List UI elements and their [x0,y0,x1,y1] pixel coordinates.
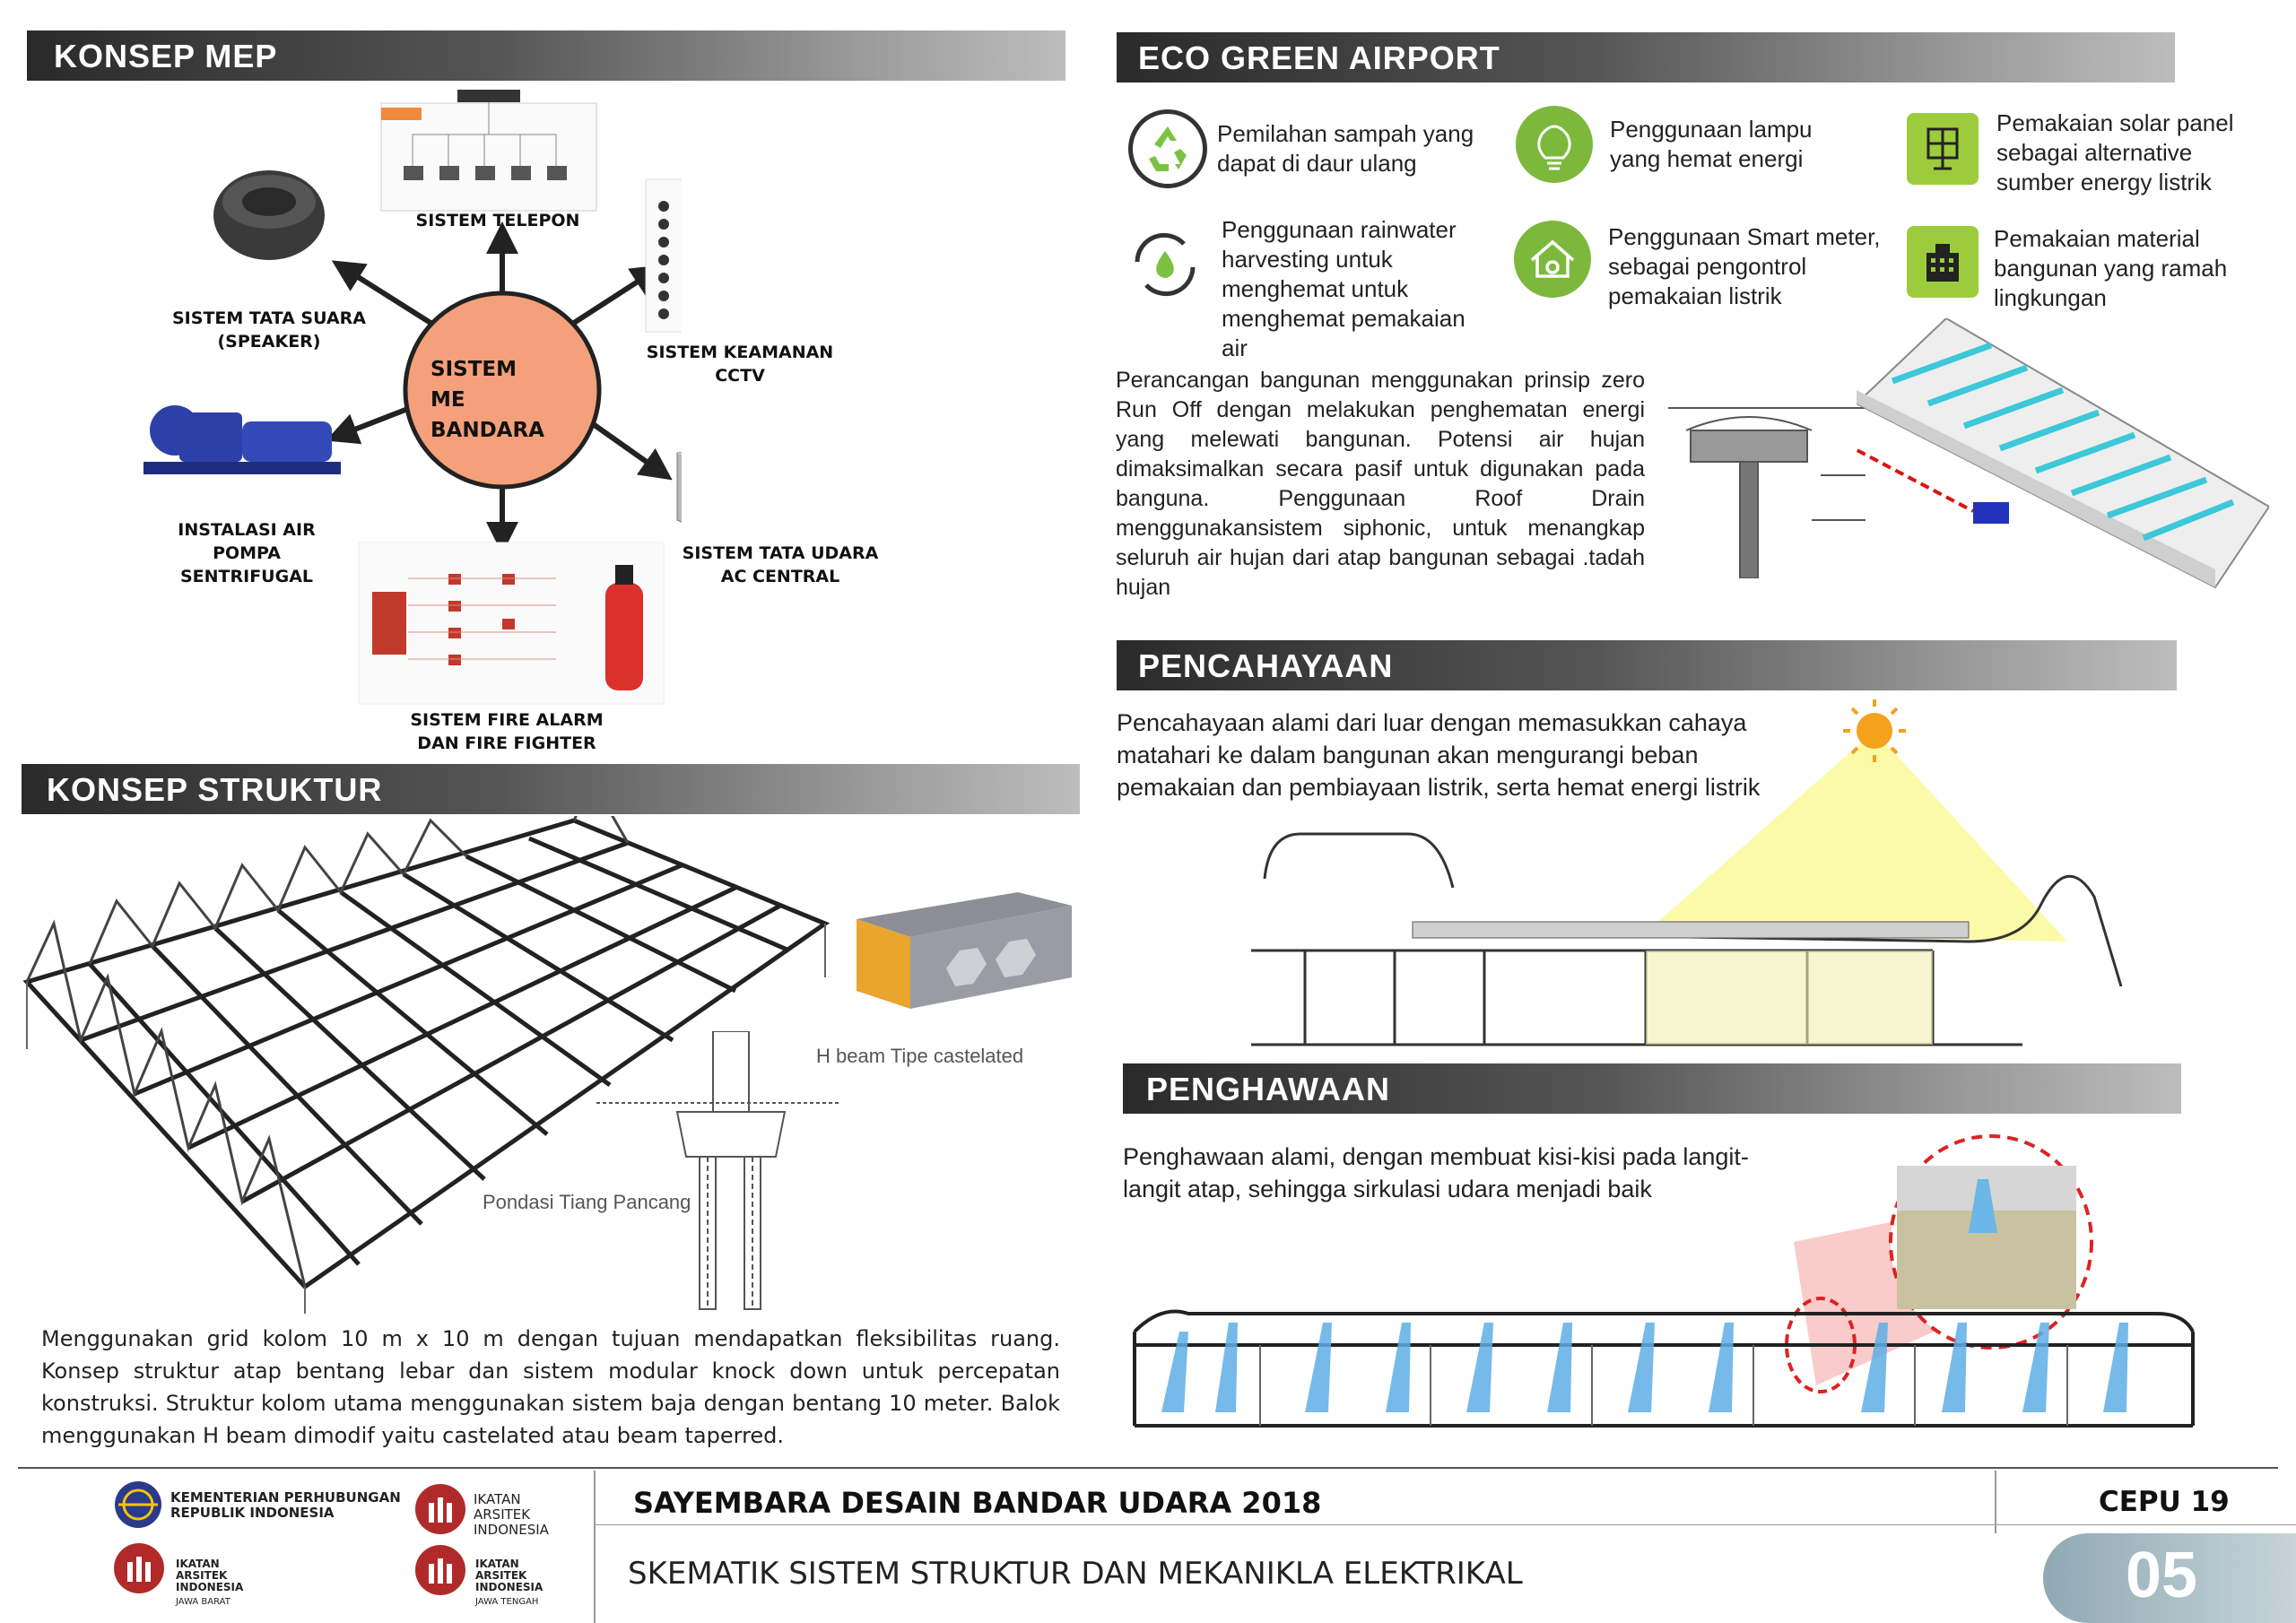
page-number-box: 05 [2043,1533,2296,1623]
pump-image [144,405,341,474]
eco-item-4: Penggunaan rainwater harvesting untuk me… [1222,216,1465,361]
cctv-diagram [645,178,682,333]
mep-center-label: SISTEM ME BANDARA [430,358,544,442]
speaker-image [213,170,325,260]
water-cycle-icon [1126,226,1204,303]
hbeam-caption: H beam Tipe castelated [816,1045,1024,1067]
footer-top-rule [18,1467,2278,1469]
iai-jabar-logo [114,1543,164,1593]
telephone-diagram [380,90,597,212]
cctv-label: SISTEM KEAMANAN CCTV [646,343,834,386]
kemenhub-logo [115,1481,161,1528]
iai-jabar-logo-text: IKATAN ARSITEK INDONESIA [176,1558,244,1593]
iai-jateng-region: JAWA TENGAH [475,1597,539,1607]
project-code: CEPU 19 [2099,1486,2230,1518]
daylight-section-drawing [1251,699,2123,1046]
h-beam-castelated-image [857,892,1072,1009]
footer-divider-right [1995,1471,1996,1533]
speaker-label: SISTEM TATA SUARA (SPEAKER) [172,308,366,352]
iai-jateng-logo [415,1545,465,1595]
footer-mid-rule [594,1524,2296,1525]
struktur-header: KONSEP STRUKTUR [22,764,1080,814]
eco-item-5: Penggunaan Smart meter, sebagai pengontr… [1608,223,1881,309]
ac-label: SISTEM TATA UDARA AC CENTRAL [682,543,879,586]
pencahayaan-text: Pencahayaan alami dari luar dengan memas… [1117,709,1761,801]
penghawaan-text: Penghawaan alami, dengan membuat kisi-ki… [1123,1143,1749,1202]
fire-alarm-diagram [358,542,665,705]
bulb-icon [1516,106,1593,183]
struktur-title: KONSEP STRUKTUR [47,771,383,808]
smart-home-icon [1514,221,1591,298]
solar-panel-icon [1907,113,1979,185]
telepon-label: SISTEM TELEPON [415,211,580,230]
footer-divider-left [594,1471,596,1623]
sheet-subtitle: SKEMATIK SISTEM STRUKTUR DAN MEKANIKLA E… [628,1556,1523,1592]
eco-item-2: Penggunaan lampu yang hemat energi [1610,116,1813,172]
eco-item-1: Pemilahan sampah yang dapat di daur ulan… [1217,120,1474,177]
eco-item-3: Pemakaian solar panel sebagai alternativ… [1996,109,2234,195]
eco-title: ECO GREEN AIRPORT [1138,39,1500,76]
pencahayaan-header: PENCAHAYAAN [1117,640,2177,690]
kemenhub-logo-text: KEMENTERIAN PERHUBUNGAN REPUBLIK INDONES… [170,1489,401,1521]
struktur-description: Menggunakan grid kolom 10 m x 10 m denga… [41,1326,1060,1448]
mep-diagram-full [144,90,682,705]
ventilation-section-drawing [1133,1134,2195,1428]
ac-central-image [676,451,682,523]
pondasi-drawing [596,1031,839,1310]
roof-drain-perspective [1857,318,2269,589]
recycle-icon [1128,109,1207,188]
eco-item-6: Pemakaian material bangunan yang ramah l… [1994,225,2228,311]
mep-title: KONSEP MEP [54,38,278,74]
building-icon [1907,226,1979,298]
roof-drain-detail [1668,407,1866,578]
pompa-label: INSTALASI AIR POMPA SENTRIFUGAL [178,520,316,586]
iai-logo [415,1484,465,1534]
iai-logo-text: IKATAN ARSITEK INDONESIA [474,1491,549,1538]
eco-header: ECO GREEN AIRPORT [1117,32,2175,82]
penghawaan-header: PENGHAWAAN [1123,1063,2181,1114]
runoff-text: Perancangan bangunan menggunakan prinsip… [1116,368,1645,600]
penghawaan-title: PENGHAWAAN [1146,1071,1391,1107]
pencahayaan-title: PENCAHAYAAN [1138,647,1394,684]
competition-title: SAYEMBARA DESAIN BANDAR UDARA 2018 [633,1486,1322,1520]
roof-truss-drawing [22,816,831,1314]
page-number: 05 [2126,1540,2198,1611]
iai-jabar-region: JAWA BARAT [176,1597,230,1607]
pondasi-caption: Pondasi Tiang Pancang [483,1191,691,1213]
sun-icon [1843,699,1906,762]
fire-label: SISTEM FIRE ALARM DAN FIRE FIGHTER [410,710,604,753]
mep-header: KONSEP MEP [27,30,1065,81]
iai-jateng-logo-text: IKATAN ARSITEK INDONESIA [475,1558,544,1593]
